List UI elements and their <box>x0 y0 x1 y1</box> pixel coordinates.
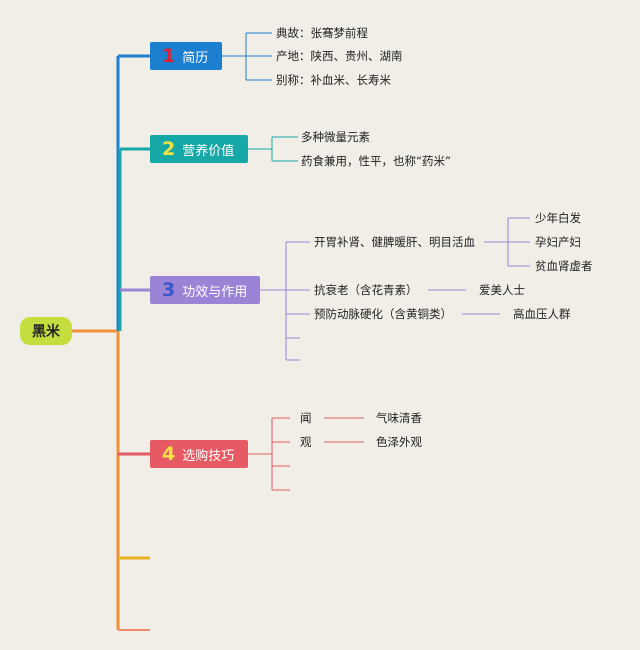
leaf-child-node[interactable]: 气味清香 <box>376 411 422 425</box>
leaf-child-node[interactable]: 色泽外观 <box>376 435 422 449</box>
branch-number: 2 <box>162 138 176 160</box>
leaf-node[interactable]: 别称：补血米、长寿米 <box>276 73 391 87</box>
branch-number: 3 <box>162 279 176 301</box>
branch-number: 1 <box>162 45 176 67</box>
leaf-node[interactable]: 多种微量元素 <box>301 130 370 144</box>
leaf-node[interactable]: 典故：张骞梦前程 <box>276 26 368 40</box>
leaf-node[interactable]: 抗衰老（含花青素） <box>314 283 418 297</box>
leaf-node[interactable]: 产地：陕西、贵州、湖南 <box>276 49 403 63</box>
root-node[interactable]: 黑米 <box>20 317 72 345</box>
branch-node-2[interactable]: 2 营养价值 <box>150 135 248 163</box>
branch-node-3[interactable]: 3 功效与作用 <box>150 276 260 304</box>
branch-label: 营养价值 <box>182 143 235 159</box>
branch-label: 功效与作用 <box>182 284 248 300</box>
leaf-child-node[interactable]: 孕妇产妇 <box>535 235 581 249</box>
leaf-child-node[interactable]: 贫血肾虚者 <box>535 259 593 273</box>
leaf-node[interactable]: 预防动脉硬化（含黄铜类） <box>314 307 452 321</box>
leaf-node[interactable]: 闻 <box>300 411 312 425</box>
leaf-child-node[interactable]: 爱美人士 <box>479 283 525 297</box>
branch-label: 选购技巧 <box>182 448 235 464</box>
leaf-node[interactable]: 开胃补肾、健脾暖肝、明目活血 <box>314 235 475 249</box>
branch-node-1[interactable]: 1 简历 <box>150 42 222 70</box>
leaf-child-node[interactable]: 少年白发 <box>535 211 581 225</box>
leaf-node[interactable]: 观 <box>300 435 312 449</box>
leaf-node[interactable]: 药食兼用，性平，也称“药米” <box>301 154 451 168</box>
leaf-child-node[interactable]: 高血压人群 <box>513 307 571 321</box>
branch-node-4[interactable]: 4 选购技巧 <box>150 440 248 468</box>
branch-number: 4 <box>162 443 176 465</box>
branch-label: 简历 <box>182 50 209 66</box>
